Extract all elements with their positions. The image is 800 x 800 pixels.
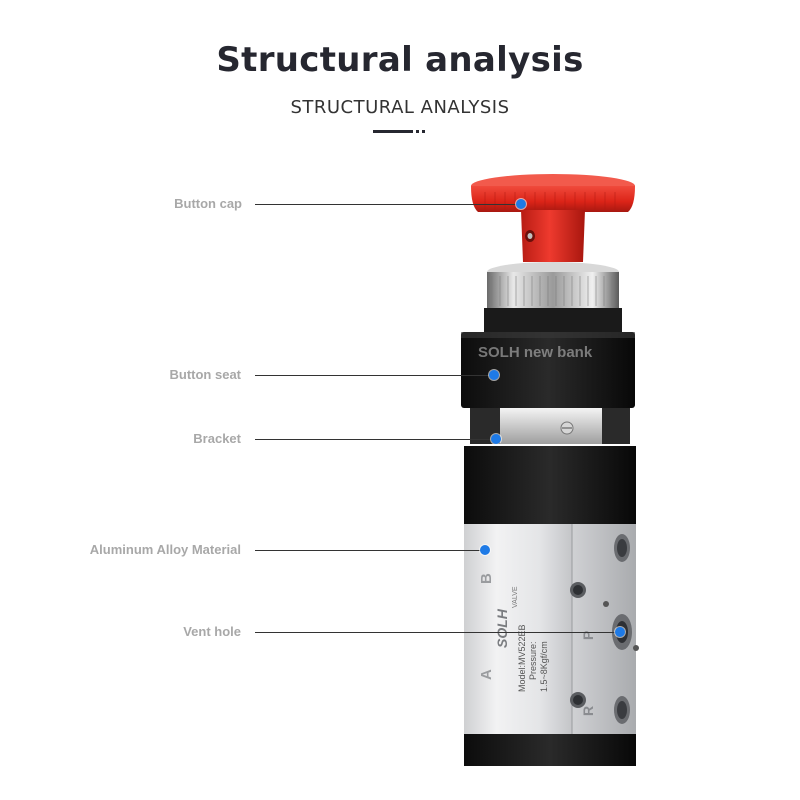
model-text: Model:MV522EB (517, 624, 527, 692)
button-seat (461, 332, 635, 408)
chrome-collar (484, 262, 622, 334)
bracket (470, 408, 630, 444)
callout-leader-aluminum-alloy (255, 550, 485, 551)
button-stem (521, 210, 585, 262)
callout-label-button-seat: Button seat (169, 367, 242, 382)
bottom-block (464, 734, 636, 766)
top-block (464, 446, 636, 526)
callout-label-vent-hole: Vent hole (183, 624, 241, 639)
valve-text: VALVE (512, 586, 519, 608)
callout-dot-vent-hole (615, 627, 625, 637)
callout-leader-vent-hole (255, 632, 620, 633)
title-underline (373, 130, 413, 133)
callout-dot-aluminum-alloy (480, 545, 490, 555)
pressure-label-text: Pressure: (528, 641, 538, 680)
callout-dot-bracket (491, 434, 501, 444)
aluminum-body (464, 524, 639, 734)
callout-label-aluminum-alloy: Aluminum Alloy Material (89, 542, 241, 557)
callout-label-bracket: Bracket (193, 431, 241, 446)
body-brand-text: SOLH (494, 609, 510, 648)
button-cap (471, 174, 635, 212)
port-r-label: R (580, 705, 596, 716)
callout-leader-button-cap (255, 204, 521, 205)
page-title: Structural analysis (216, 40, 584, 80)
seat-brand-text: SOLH new bank (478, 344, 593, 361)
title-underline-dot (422, 130, 425, 133)
callout-dot-button-cap (516, 199, 526, 209)
callout-leader-button-seat (255, 375, 494, 376)
callout-label-button-cap: Button cap (174, 196, 242, 211)
port-b-label: B (478, 573, 495, 584)
callout-dot-button-seat (489, 370, 499, 380)
title-underline-dot (416, 130, 419, 133)
port-a-label: A (478, 669, 495, 680)
page-subtitle: STRUCTURAL ANALYSIS (290, 97, 510, 118)
pressure-value-text: 1.5~8Kgf/cm (539, 641, 549, 692)
callout-leader-bracket (255, 439, 496, 440)
